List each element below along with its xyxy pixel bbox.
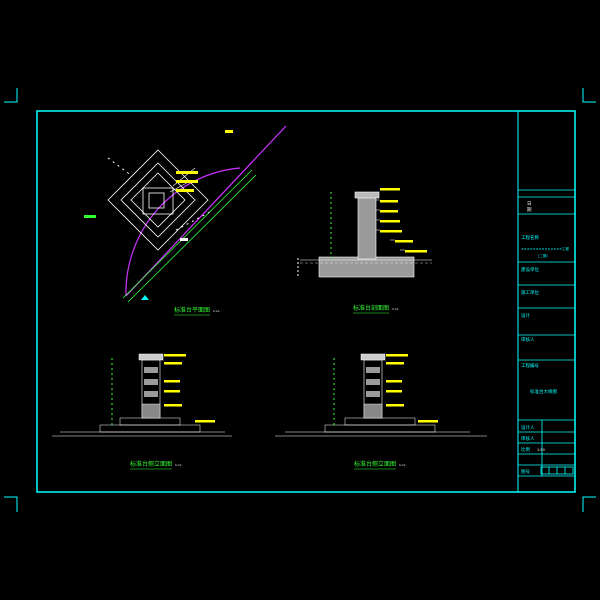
north-arrow-icon [141,295,149,300]
title-block-text: 日 期 工程名称 ××××××××××××××工程 (二期) 建设单位 施工单位… [521,201,570,475]
tb-drawing-name: 标准台大样图 [530,388,557,395]
plan-view: 标准台平面图 1:xx [84,125,287,316]
plan-edge-line [125,125,287,297]
elev2-title: 标准台侧立面图 [354,460,396,468]
elev1-scale: 1:xx [175,463,182,467]
crop-marks [4,88,596,512]
tb-project-line1: ××××××××××××××工程 [521,246,570,251]
tb-drawing-label: 工程编号 [521,362,539,369]
plan-scale: 1:xx [213,309,220,313]
title-block [518,189,575,477]
elevation-view-1: 标准台侧立面图 1:xx [52,353,232,470]
tb-date-b: 期 [527,207,532,213]
tb-project-label: 工程名称 [521,234,539,241]
section-scale: 1:xx [392,307,399,311]
plan-arc-boundary [125,167,241,297]
tb-scale-value: 1:50 [537,448,545,452]
plan-pedestal-square [142,187,174,215]
tb-project-line2: (二期) [538,253,548,258]
section-column [357,196,377,260]
tb-row-designer: 设计人 [521,424,535,431]
elevation-view-2: 标准台侧立面图 1:xx [275,353,487,470]
tb-check-label: 审核人 [521,336,535,343]
tb-date-a: 日 [527,201,532,207]
tb-row-checker: 审核人 [521,435,535,442]
tb-builder-label: 施工单位 [521,289,539,296]
plan-title: 标准台平面图 [174,306,210,314]
tb-designer-label: 建设单位 [521,266,539,273]
tb-sheet-no: 图号 [521,469,530,475]
plan-outer-diamond [107,149,209,251]
section-view: 标准台剖面图 1:xx [297,188,432,314]
elev1-title: 标准台侧立面图 [130,460,172,468]
tb-row-scale: 比例 [521,446,530,453]
tb-design-label: 设计 [521,312,530,319]
drawing-frame [36,110,576,493]
section-title: 标准台剖面图 [353,304,389,312]
elev2-scale: 1:xx [399,463,406,467]
